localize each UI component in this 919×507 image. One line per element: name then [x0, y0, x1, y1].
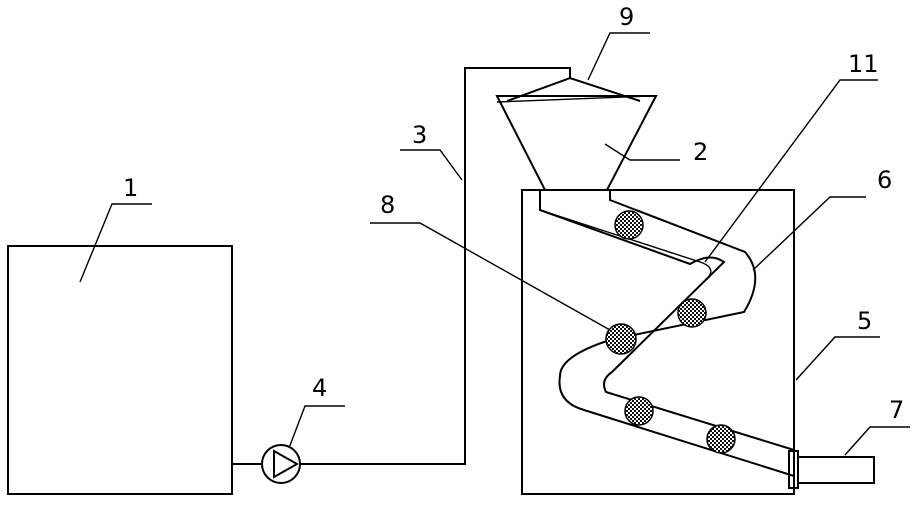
label-6: 6: [877, 166, 892, 194]
filter-ball: [677, 298, 707, 328]
pipe-3: [300, 67, 571, 465]
outlet-pipe: [788, 450, 875, 489]
hopper-lid: [496, 76, 651, 103]
label-9: 9: [619, 3, 634, 31]
filter-ball: [614, 210, 644, 240]
label-4: 4: [312, 374, 327, 402]
filter-ball: [706, 424, 736, 454]
filter-ball: [624, 396, 654, 426]
filter-ball: [605, 323, 637, 355]
tank-box: [7, 245, 233, 495]
label-1: 1: [123, 174, 138, 202]
pump-symbol: [261, 444, 301, 484]
leader-lines: [79, 32, 910, 456]
label-3: 3: [412, 121, 427, 149]
label-8: 8: [380, 191, 395, 219]
hopper-funnel: [495, 95, 658, 191]
label-5: 5: [857, 307, 872, 335]
label-2: 2: [693, 138, 708, 166]
label-7: 7: [889, 396, 904, 424]
vessel-box: [521, 189, 795, 495]
zigzag-channel: [539, 190, 795, 477]
label-11: 11: [848, 50, 879, 78]
